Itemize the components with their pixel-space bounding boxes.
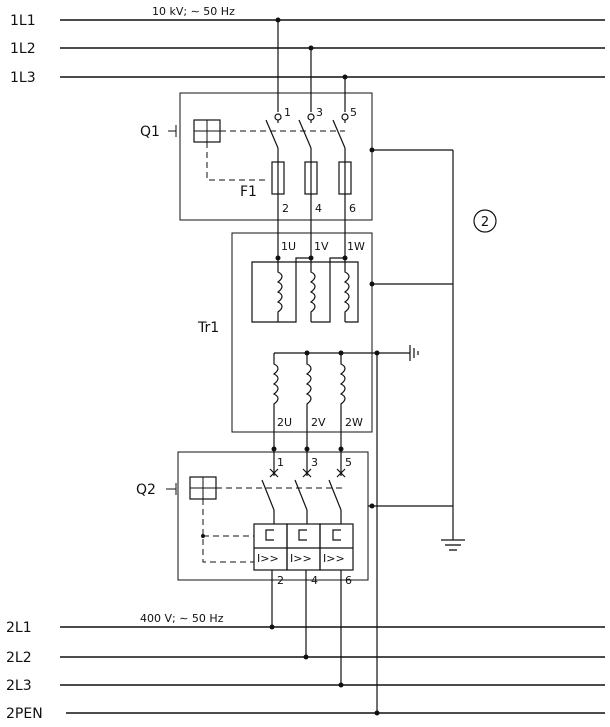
tr1-secondary-terminal-2u: 2U	[277, 416, 292, 429]
q1-out-terminal-6: 6	[349, 202, 356, 215]
q2-out-terminal-4: 4	[311, 574, 318, 587]
q2-in-terminal-3: 3	[311, 456, 318, 469]
hv-tap-dots	[275, 17, 348, 80]
q2-label: Q2	[136, 482, 156, 498]
hv-taps	[277, 20, 346, 112]
tr1-primary-terminal-1w: 1W	[347, 240, 365, 253]
hv-busbars	[60, 19, 605, 78]
hv-rating-label: 10 kV; ∼ 50 Hz	[152, 5, 235, 18]
lv-rating-label: 400 V; ∼ 50 Hz	[140, 612, 224, 625]
bus-1l1-label: 1L1	[10, 13, 36, 29]
q1-out-terminal-2: 2	[282, 202, 289, 215]
earth-ground-icon	[441, 539, 465, 551]
reference-marker-label: 2	[481, 215, 489, 230]
tr1-secondary-terminal-2v: 2V	[311, 416, 326, 429]
q1-to-tr1-wires	[277, 194, 346, 258]
q1-in-terminal-5: 5	[350, 106, 357, 119]
q1-label: Q1	[140, 124, 160, 140]
fuse-f1-label: F1	[240, 184, 257, 200]
tr1-secondary-windings	[272, 352, 410, 452]
bus-2l3-label: 2L3	[6, 678, 32, 694]
bus-2l2-label: 2L2	[6, 650, 32, 666]
neutral-earth-icon	[409, 345, 419, 361]
bus-2l1-label: 2L1	[6, 620, 32, 636]
q2-trip-units	[253, 523, 354, 571]
q1-fuses	[271, 161, 352, 195]
enclosure-bonding	[368, 149, 454, 540]
lv-busbars	[60, 626, 605, 714]
q2-trip-linkage	[202, 499, 254, 563]
q1-fuse-linkage	[206, 142, 265, 181]
reference-marker-circle	[473, 209, 497, 233]
q1-enclosure	[179, 92, 373, 221]
q2-enclosure	[177, 451, 369, 581]
q1-in-terminal-1: 1	[284, 106, 291, 119]
tr1-primary-terminal-1v: 1V	[314, 240, 329, 253]
q1-out-terminal-4: 4	[315, 202, 322, 215]
bus-2pen-label: 2PEN	[6, 706, 43, 722]
tr1-primary-terminal-1u: 1U	[281, 240, 296, 253]
q2-trip-label-1: I>>	[257, 552, 279, 565]
tr1-primary-windings	[251, 257, 359, 323]
bus-1l2-label: 1L2	[10, 41, 36, 57]
q2-in-terminal-5: 5	[345, 456, 352, 469]
q2-out-terminal-2: 2	[277, 574, 284, 587]
q1-in-terminal-3: 3	[316, 106, 323, 119]
q2-trip-label-3: I>>	[323, 552, 345, 565]
q1-contacts	[265, 113, 349, 162]
q2-contacts	[261, 452, 346, 524]
tr1-label: Tr1	[197, 320, 219, 336]
q2-out-terminal-6: 6	[345, 574, 352, 587]
q2-trip-label-2: I>>	[290, 552, 312, 565]
bus-1l3-label: 1L3	[10, 70, 36, 86]
tr1-secondary-terminal-2w: 2W	[345, 416, 363, 429]
tr1-enclosure	[231, 232, 373, 433]
q2-in-terminal-1: 1	[277, 456, 284, 469]
